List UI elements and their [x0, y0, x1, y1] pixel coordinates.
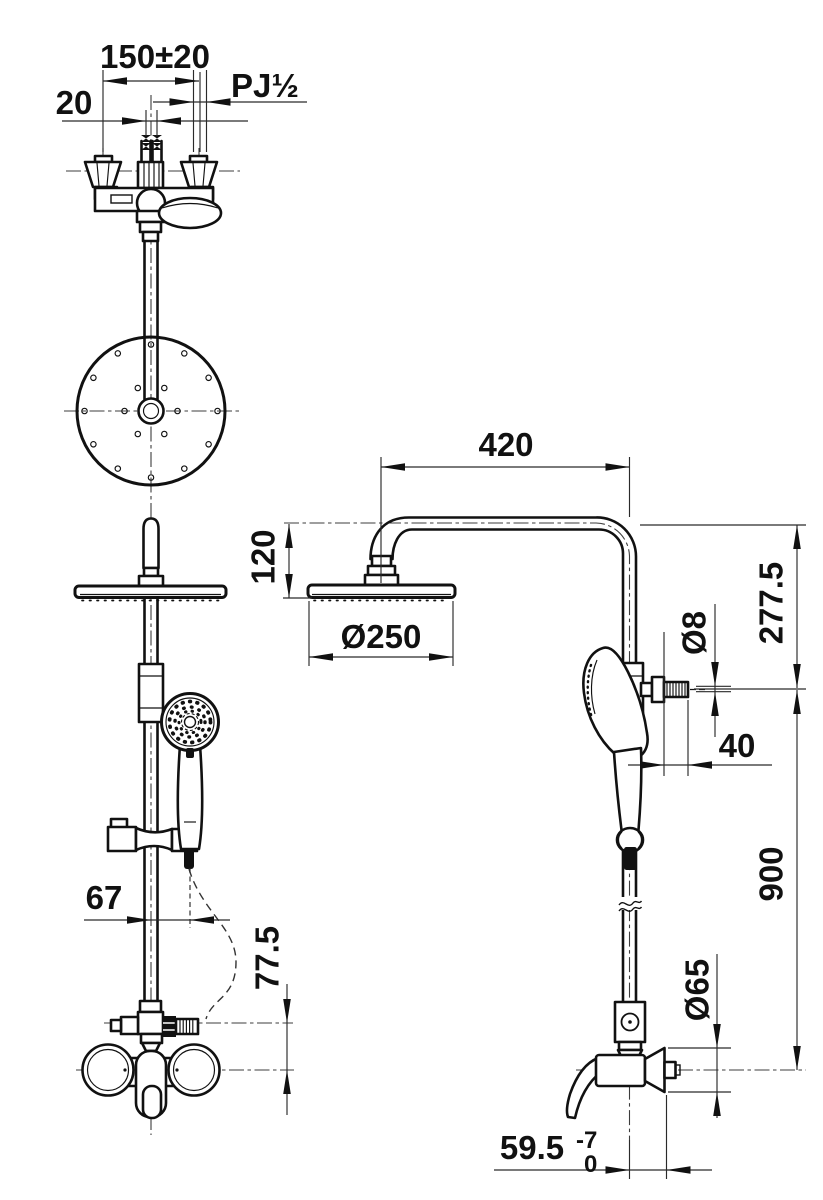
dim-label-handle-spacing: 150±20	[100, 38, 210, 75]
riser-pipe-upper	[143, 239, 159, 401]
dim-label-arm-reach: 420	[478, 426, 533, 463]
dim-thread-size: PJ½	[153, 67, 307, 106]
spray-ring-inner	[177, 709, 203, 735]
dim-arm-reach: 420	[380, 426, 631, 583]
dim-wall-offset: 59.5 -7 0	[494, 1095, 712, 1179]
supply-inlet-stubs	[140, 135, 163, 164]
dim-outlet-drop: 77.5	[249, 926, 291, 1115]
overhead-shower-edge	[73, 584, 228, 602]
shower-arm-and-column	[369, 516, 638, 1005]
nozzle-holes	[81, 341, 221, 481]
shower-hose-front	[188, 868, 237, 1020]
front-view	[73, 135, 237, 1120]
dim-label-arm-height: 277.5	[753, 562, 790, 645]
hand-shower-handle-front	[176, 743, 204, 851]
wall-mixer-front	[81, 1043, 221, 1120]
spray-ring-outer	[167, 699, 213, 745]
dim-label-inlet-offset: 20	[56, 84, 93, 121]
hose-nut-side	[624, 847, 637, 870]
wall-flange-left	[81, 1043, 135, 1097]
overhead-shower-side	[306, 583, 457, 602]
wall-flange-right	[167, 1043, 221, 1097]
diverter-front	[109, 999, 200, 1059]
dim-handle-spacing: 150±20	[100, 38, 210, 152]
dim-outlet-tip-diameter: Ø8	[676, 604, 731, 737]
arm-connector-front	[137, 517, 165, 588]
hose-hex-nut	[163, 1016, 176, 1037]
dim-outlet-length: 40	[628, 632, 772, 776]
dim-label-head-drop: 120	[245, 529, 282, 584]
dim-label-head-diameter: Ø250	[341, 618, 422, 655]
dim-inlet-offset: 20	[56, 84, 248, 136]
dim-label-outlet-drop: 77.5	[249, 926, 286, 990]
hose-nut-front	[184, 848, 194, 869]
dim-label-wall-offset-tol-upper: -7	[576, 1127, 597, 1154]
hose-outlet-thread	[174, 1017, 200, 1036]
dim-column-height: 900	[753, 690, 801, 1070]
mixer-body-side	[594, 1053, 647, 1088]
spray-ring-mid	[173, 705, 207, 739]
wall-mixer-side	[565, 1046, 681, 1120]
dim-label-outlet-tip-diameter: Ø8	[676, 611, 713, 655]
dim-head-diameter: Ø250	[308, 601, 454, 666]
hand-shower-side	[582, 646, 649, 870]
mixer-lever-side	[565, 1056, 603, 1120]
hand-shower-holder-top	[157, 196, 223, 230]
diverter-knob-front	[119, 1015, 140, 1036]
dim-label-wall-offset-tol-lower: 0	[584, 1151, 597, 1178]
side-view	[306, 516, 708, 1120]
spray-mode-tab	[186, 748, 194, 758]
dim-label-column-height: 900	[753, 846, 790, 901]
dimensions: 150±20 20 PJ½ 67 77.5	[56, 38, 806, 1179]
hand-shower-handle-side	[612, 746, 643, 832]
dim-label-outlet-length: 40	[719, 727, 756, 764]
overhead-shower-face	[75, 335, 227, 487]
diverter-outlet-side	[639, 675, 708, 704]
swivel-joint-side	[613, 1000, 647, 1060]
top-mixer-body	[83, 154, 223, 243]
dim-label-wall-offset: 59.5	[500, 1129, 564, 1166]
dim-label-flange-diameter: Ø65	[679, 959, 716, 1021]
pipe-break-symbol	[618, 897, 643, 912]
wall-flange-side	[643, 1046, 666, 1094]
dim-hose-offset: 67	[84, 868, 230, 928]
slider-bracket-front	[137, 662, 178, 724]
mixer-lever-front	[141, 1084, 163, 1120]
dim-label-hose-offset: 67	[86, 879, 123, 916]
dim-head-drop: 120	[245, 524, 312, 599]
dim-label-thread-size: PJ½	[231, 67, 299, 104]
hand-shower-front	[160, 692, 220, 869]
dim-arm-height: 277.5	[640, 524, 806, 690]
dim-flange-diameter: Ø65	[668, 954, 731, 1118]
